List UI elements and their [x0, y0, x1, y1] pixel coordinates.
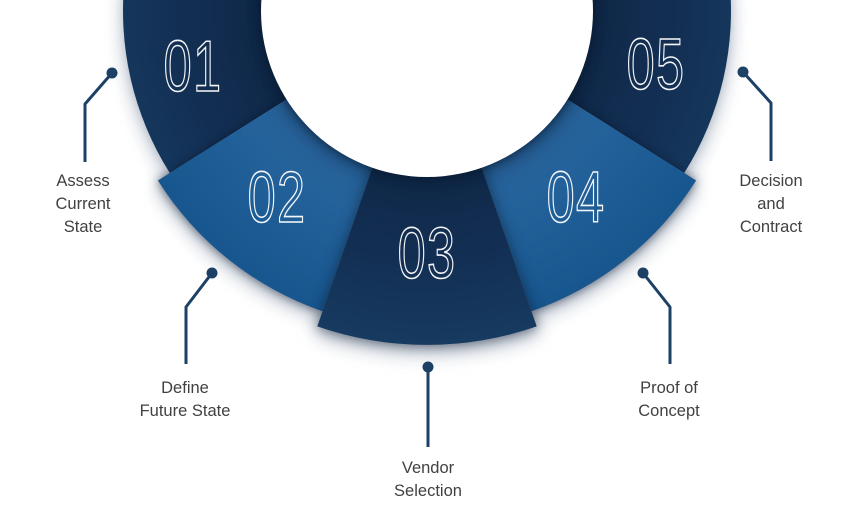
segment-01-wedge — [123, 0, 301, 173]
connector-05-dot — [737, 66, 749, 78]
connector-03-dot — [422, 361, 434, 373]
step-02-number: 02 — [247, 158, 307, 239]
connector-01-line — [83, 72, 114, 162]
segment-03-wedge — [317, 152, 537, 345]
step-05-label: Decision and Contract — [739, 172, 803, 236]
connectors — [83, 66, 773, 447]
connector-05-line — [741, 70, 773, 161]
connector-04-line — [641, 272, 672, 364]
step-03-label: Vendor Selection — [394, 459, 462, 500]
svg-text:02: 02 — [248, 158, 307, 238]
center-hole — [261, 0, 593, 177]
step-01-label: Assess Current State — [55, 172, 111, 236]
connector-02-line — [184, 272, 214, 364]
svg-text:03: 03 — [398, 214, 457, 294]
connector-01-dot — [106, 67, 118, 79]
segment-04-wedge — [476, 90, 697, 312]
svg-text:01: 01 — [164, 27, 223, 107]
svg-text:04: 04 — [547, 158, 606, 238]
step-02-label: Define Future State — [139, 379, 231, 420]
step-05-number: 05 — [626, 25, 686, 106]
step-04-label: Proof of Concept — [638, 379, 700, 420]
segment-ring — [123, 0, 731, 345]
step-04-number: 04 — [546, 158, 606, 239]
svg-text:05: 05 — [627, 25, 686, 105]
step-01-number: 01 — [163, 27, 223, 108]
connector-02-dot — [206, 267, 218, 279]
step-03-number: 03 — [397, 214, 457, 295]
segment-02-wedge — [157, 90, 378, 312]
connector-04-dot — [637, 267, 649, 279]
segment-05-wedge — [553, 0, 731, 173]
